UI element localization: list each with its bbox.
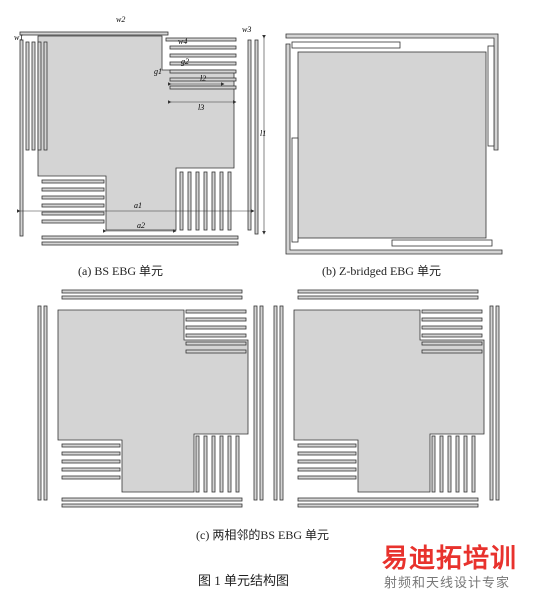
figure-caption: 图 1 单元结构图 bbox=[198, 573, 290, 588]
caption-c: (c) 两相邻的BS EBG 单元 bbox=[196, 528, 329, 542]
bs-ebg-unit-left bbox=[37, 289, 264, 508]
label-w2: w2 bbox=[116, 15, 125, 24]
label-w1: w1 bbox=[14, 33, 23, 42]
watermark-subtitle: 射频和天线设计专家 bbox=[384, 576, 511, 591]
caption-b: (b) Z-bridged EBG 单元 bbox=[322, 264, 441, 278]
watermark-brand: 易迪拓培训 bbox=[382, 544, 518, 574]
bs-ebg-unit-right bbox=[273, 289, 500, 508]
label-g1: g1 bbox=[154, 67, 162, 76]
label-l3: l3 bbox=[198, 103, 204, 112]
dimension-lines bbox=[17, 35, 266, 235]
label-a1: a1 bbox=[134, 201, 142, 210]
label-w3: w3 bbox=[242, 25, 251, 34]
z-bridged-shape bbox=[285, 33, 503, 255]
adjacent-bs-ebg-diagram bbox=[37, 289, 500, 508]
label-l2: l2 bbox=[200, 74, 206, 83]
label-w4: w4 bbox=[178, 37, 187, 46]
bs-ebg-shape bbox=[19, 31, 259, 246]
label-g2: g2 bbox=[181, 57, 189, 66]
caption-a: (a) BS EBG 单元 bbox=[78, 264, 163, 278]
z-bridged-ebg-diagram bbox=[285, 33, 503, 255]
label-a2: a2 bbox=[137, 221, 145, 230]
bs-ebg-unit-diagram: w2 w3 w1 w4 g1 g2 l2 l3 l1 a1 a2 bbox=[14, 15, 266, 246]
label-l1: l1 bbox=[260, 129, 266, 138]
